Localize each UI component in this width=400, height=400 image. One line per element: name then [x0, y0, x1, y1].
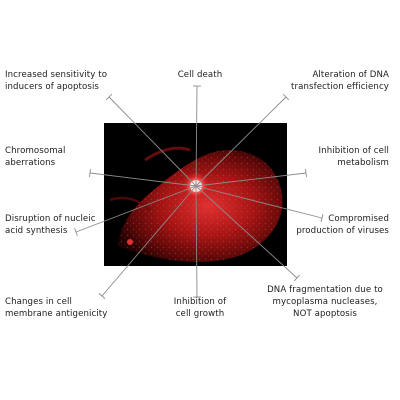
connector-end-tick	[74, 228, 78, 236]
label-line: inducers of apoptosis	[5, 82, 100, 92]
label-line: cell growth	[175, 309, 225, 319]
connector-line	[195, 185, 198, 298]
label-line: production of viruses	[296, 226, 389, 236]
label-cell-death: Cell death	[160, 69, 240, 81]
label-viruses: Compromised production of viruses	[296, 213, 389, 237]
label-line: NOT apoptosis	[293, 309, 357, 319]
connector-lines	[74, 85, 324, 299]
label-line: transfection efficiency	[290, 82, 389, 92]
connector-line	[195, 85, 198, 187]
connector-line	[89, 172, 197, 187]
label-antigenicity: Changes in cell membrane antigenicity	[5, 296, 107, 320]
label-line: Cell death	[177, 70, 223, 80]
label-line: Alteration of DNA	[312, 70, 389, 80]
connector-line	[108, 96, 197, 187]
connector-end-tick	[89, 168, 91, 178]
label-apoptosis: Increased sensitivity to inducers of apop…	[5, 69, 107, 93]
connector-end-tick	[320, 214, 324, 222]
connector-line	[75, 185, 197, 233]
connector-line	[195, 185, 298, 279]
label-nucleic: Disruption of nucleic acid synthesis	[5, 213, 96, 237]
label-line: aberrations	[5, 158, 56, 168]
micrograph-image	[104, 123, 287, 266]
connector-line	[195, 172, 307, 187]
connector-end-tick	[305, 168, 307, 178]
label-metabolism: Inhibition of cell metabolism	[319, 145, 389, 169]
connector-line	[195, 185, 323, 219]
label-chromosomal: Chromosomal aberrations	[5, 145, 66, 169]
label-dna-frag: DNA fragmentation due to mycoplasma nucle…	[260, 284, 390, 320]
connector-line	[101, 185, 197, 297]
label-line: DNA fragmentation due to	[267, 285, 383, 295]
label-line: metabolism	[337, 158, 389, 168]
label-line: Disruption of nucleic	[5, 214, 96, 224]
connector-end-tick	[98, 293, 106, 299]
label-line: acid synthesis	[5, 226, 68, 236]
label-line: Changes in cell	[5, 297, 72, 307]
label-line: Inhibition of cell	[318, 146, 389, 156]
connector-end-tick	[282, 93, 290, 101]
connector-end-tick	[293, 274, 301, 282]
label-line: membrane antigenicity	[5, 309, 108, 319]
label-line: mycoplasma nucleases,	[272, 297, 378, 307]
connector-line	[195, 96, 287, 187]
label-line: Increased sensitivity to	[5, 70, 108, 80]
label-transfection: Alteration of DNA transfection efficiency	[291, 69, 389, 93]
connector-end-tick	[105, 93, 113, 101]
label-line: Compromised	[328, 214, 389, 224]
label-growth: Inhibition of cell growth	[155, 296, 245, 320]
label-line: Chromosomal	[5, 146, 66, 156]
label-line: Inhibition of	[173, 297, 227, 307]
